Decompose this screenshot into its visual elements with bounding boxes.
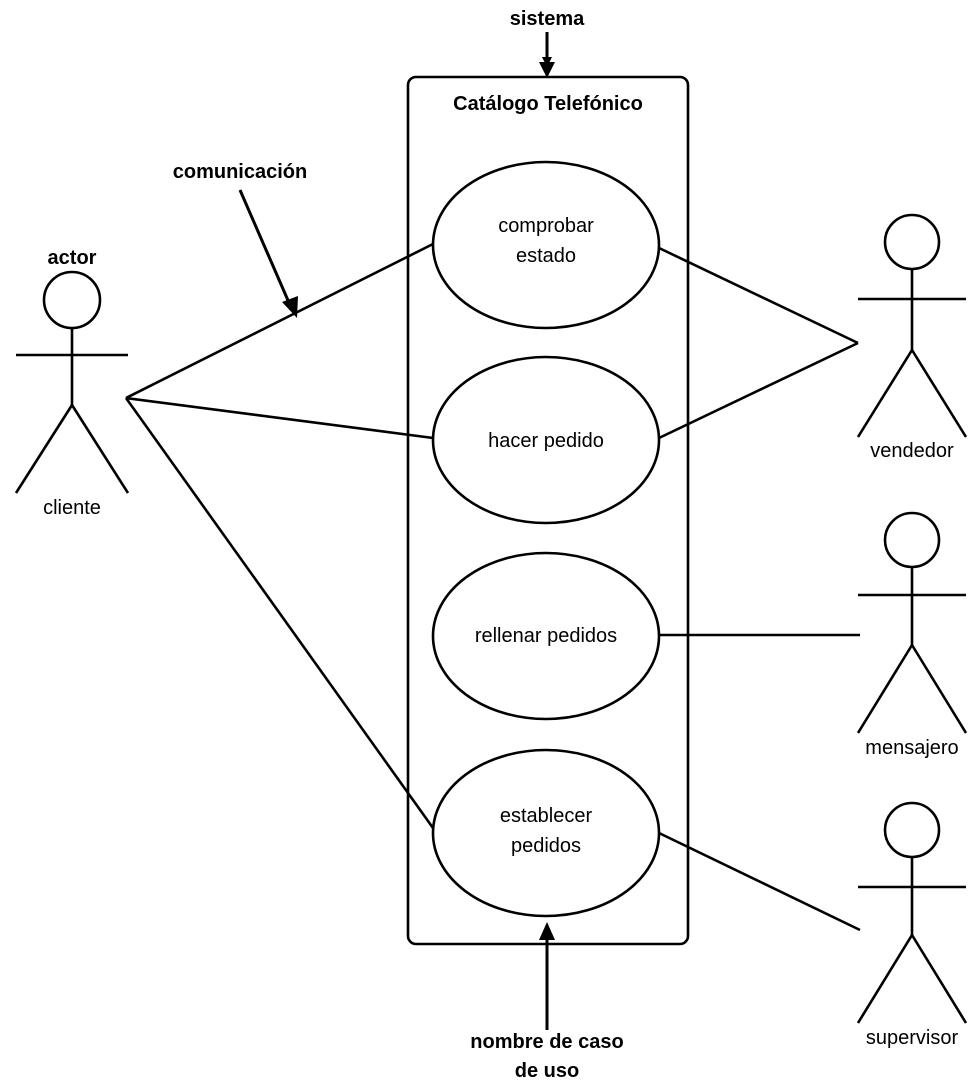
communication-annotation: comunicación bbox=[173, 161, 307, 183]
use-case-comprobar-estado-line1: comprobar bbox=[498, 215, 594, 237]
use-case-rellenar-pedidos: rellenar pedidos bbox=[431, 551, 661, 721]
use-case-hacer-pedido: hacer pedido bbox=[431, 355, 661, 525]
actor-supervisor: supervisor bbox=[856, 801, 968, 1049]
system-annotation: sistema bbox=[510, 8, 585, 30]
actor-mensajero: mensajero bbox=[856, 511, 968, 759]
association-cliente-hacer bbox=[125, 396, 434, 440]
association-vendedor-hacer bbox=[658, 341, 859, 440]
actor-head-icon bbox=[883, 213, 941, 271]
usecase-annotation-arrowhead bbox=[539, 922, 555, 940]
use-case-establecer-pedidos-line1: establecer bbox=[500, 805, 593, 827]
actor-mensajero-label: mensajero bbox=[865, 737, 958, 759]
actor-vendedor: vendedor bbox=[856, 213, 968, 462]
use-case-comprobar-estado-line2: estado bbox=[516, 245, 576, 267]
system-title: Catálogo Telefónico bbox=[453, 93, 643, 115]
association-cliente-establecer bbox=[124, 397, 435, 829]
association-supervisor-establecer bbox=[658, 831, 861, 932]
use-case-comprobar-estado: comprobar estado bbox=[431, 160, 661, 330]
association-vendedor-comprobar bbox=[658, 246, 859, 345]
actor-head-icon bbox=[883, 801, 941, 859]
actor-supervisor-label: supervisor bbox=[866, 1027, 959, 1049]
actor-vendedor-label: vendedor bbox=[870, 440, 954, 462]
use-case-establecer-pedidos-line2: pedidos bbox=[511, 835, 581, 857]
use-case-rellenar-pedidos-line1: rellenar pedidos bbox=[475, 625, 617, 647]
association-cliente-comprobar bbox=[125, 242, 434, 400]
usecase-annotation-line1: nombre de caso bbox=[470, 1031, 623, 1053]
actor-annotation: actor bbox=[48, 247, 97, 269]
usecase-annotation-line2: de uso bbox=[515, 1060, 579, 1082]
actor-head-icon bbox=[883, 511, 941, 569]
use-case-establecer-pedidos: establecer pedidos bbox=[431, 748, 661, 918]
system-annotation-arrowhead bbox=[539, 62, 555, 78]
associations bbox=[124, 242, 861, 932]
use-case-hacer-pedido-line1: hacer pedido bbox=[488, 430, 604, 452]
actor-cliente-label: cliente bbox=[43, 497, 101, 519]
communication-annotation-arrow bbox=[238, 189, 292, 306]
actor-cliente: cliente bbox=[14, 270, 130, 519]
actor-head-icon bbox=[42, 270, 102, 330]
